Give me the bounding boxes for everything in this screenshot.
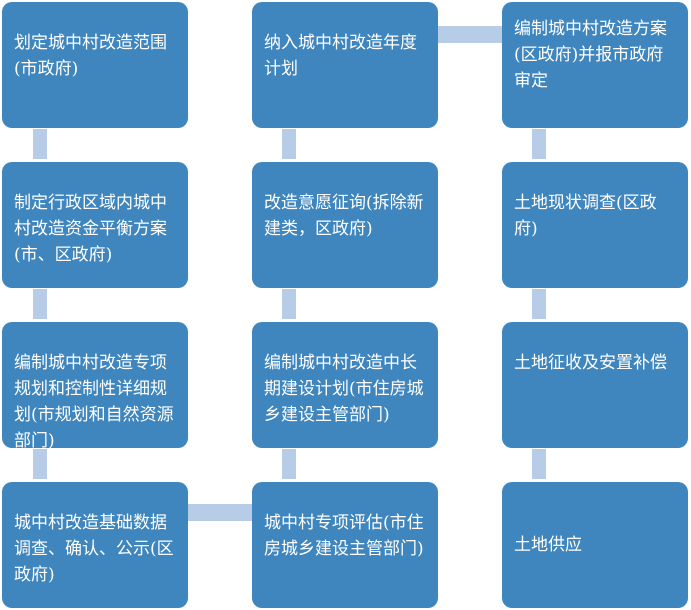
step-label: 纳入城中村改造年度计划: [264, 33, 417, 79]
connector: [532, 289, 546, 319]
step-special-assessment: 城中村专项评估(市住房城乡建设主管部门): [252, 482, 438, 608]
step-land-expropriation: 土地征收及安置补偿: [502, 322, 688, 448]
step-willingness-consultation: 改造意愿征询(拆除新建类，区政府): [252, 162, 438, 288]
step-land-status-survey: 土地现状调查(区政府): [502, 162, 688, 288]
connector: [33, 449, 47, 479]
step-label: 划定城中村改造范围(市政府): [14, 33, 167, 79]
connector: [188, 504, 252, 521]
step-label: 土地供应: [514, 535, 582, 555]
step-label: 城中村改造基础数据调查、确认、公示(区政府): [14, 513, 174, 585]
step-label: 编制城中村改造中长期建设计划(市住房城乡建设主管部门): [264, 353, 424, 425]
step-annual-plan: 纳入城中村改造年度计划: [252, 2, 438, 128]
step-label: 制定行政区域内城中村改造资金平衡方案(市、区政府): [14, 193, 167, 265]
connector: [282, 449, 296, 479]
step-fund-balance-plan: 制定行政区域内城中村改造资金平衡方案(市、区政府): [2, 162, 188, 288]
step-label: 土地征收及安置补偿: [514, 353, 667, 373]
step-land-supply: 土地供应: [502, 482, 688, 608]
step-special-planning: 编制城中村改造专项规划和控制性详细规划(市规划和自然资源部门): [2, 322, 188, 451]
step-label: 编制城中村改造方案(区政府)并报市政府审定: [514, 19, 667, 91]
step-label: 编制城中村改造专项规划和控制性详细规划(市规划和自然资源部门): [14, 353, 174, 451]
step-basic-data-survey: 城中村改造基础数据调查、确认、公示(区政府): [2, 482, 188, 608]
step-label: 土地现状调查(区政府): [514, 193, 657, 239]
connector: [532, 449, 546, 479]
connector: [282, 129, 296, 159]
connector: [532, 129, 546, 159]
connector: [438, 26, 502, 43]
connector: [33, 289, 47, 319]
step-label: 改造意愿征询(拆除新建类，区政府): [264, 193, 424, 239]
step-label: 城中村专项评估(市住房城乡建设主管部门): [264, 513, 424, 559]
step-long-term-plan: 编制城中村改造中长期建设计划(市住房城乡建设主管部门): [252, 322, 438, 448]
step-renovation-scheme: 编制城中村改造方案(区政府)并报市政府审定: [502, 2, 688, 128]
connector: [282, 289, 296, 319]
connector: [33, 129, 47, 159]
step-delimit-village-scope: 划定城中村改造范围(市政府): [2, 2, 188, 128]
